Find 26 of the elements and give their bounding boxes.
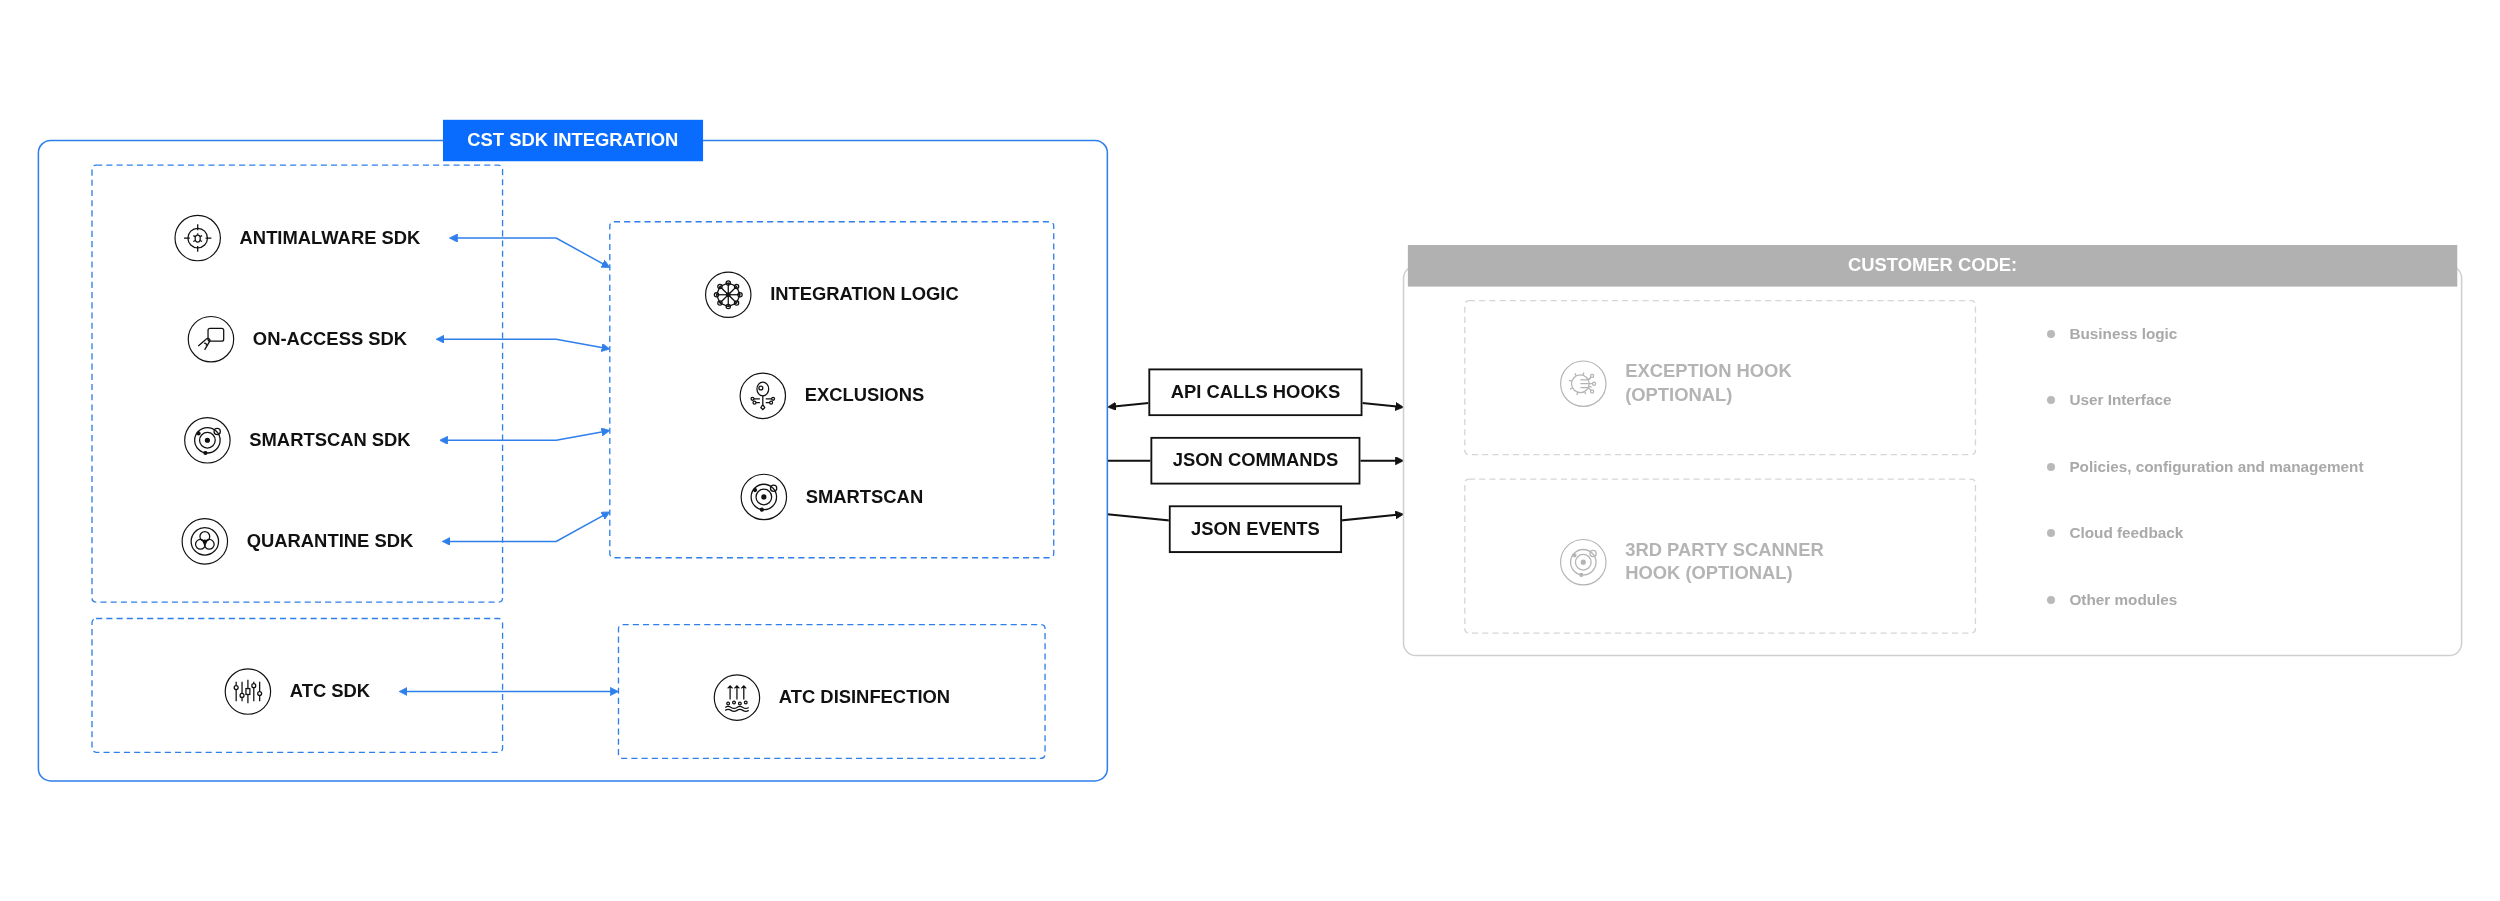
node-label: ON-ACCESS SDK: [252, 328, 408, 349]
list-item-text: Policies, configuration and management: [2069, 457, 2364, 476]
node-label: EXCEPTION HOOK (OPTIONAL): [1625, 360, 1792, 406]
cluster: [1464, 299, 1977, 456]
node-label: 3RD PARTY SCANNER HOOK (OPTIONAL): [1625, 539, 1824, 584]
node-label: ANTIMALWARE SDK: [239, 227, 421, 248]
arrow: [398, 687, 619, 696]
node-label: SMARTSCAN SDK: [249, 429, 411, 450]
cluster: [91, 617, 504, 753]
list-item-text: User Interface: [2069, 391, 2172, 410]
node-label: ATC DISINFECTION: [778, 686, 951, 708]
list-item-text: Other modules: [2069, 590, 2178, 609]
cluster: [1464, 478, 1977, 634]
node-label: QUARANTINE SDK: [246, 530, 414, 552]
cluster: [609, 221, 1055, 559]
cluster: [617, 623, 1046, 760]
list-item-text: Business logic: [2069, 324, 2178, 343]
list-item-text: Cloud feedback: [2069, 524, 2184, 543]
node-label: EXCLUSIONS: [804, 385, 925, 406]
edge-label: API CALLS HOOKS: [1170, 381, 1341, 402]
node-label: ATC SDK: [289, 680, 371, 702]
node-label: SMARTSCAN: [805, 486, 924, 507]
edge-label: JSON COMMANDS: [1172, 449, 1339, 471]
node-label: INTEGRATION LOGIC: [770, 284, 959, 305]
edge-label: JSON EVENTS: [1191, 518, 1320, 539]
cluster: [91, 164, 504, 603]
